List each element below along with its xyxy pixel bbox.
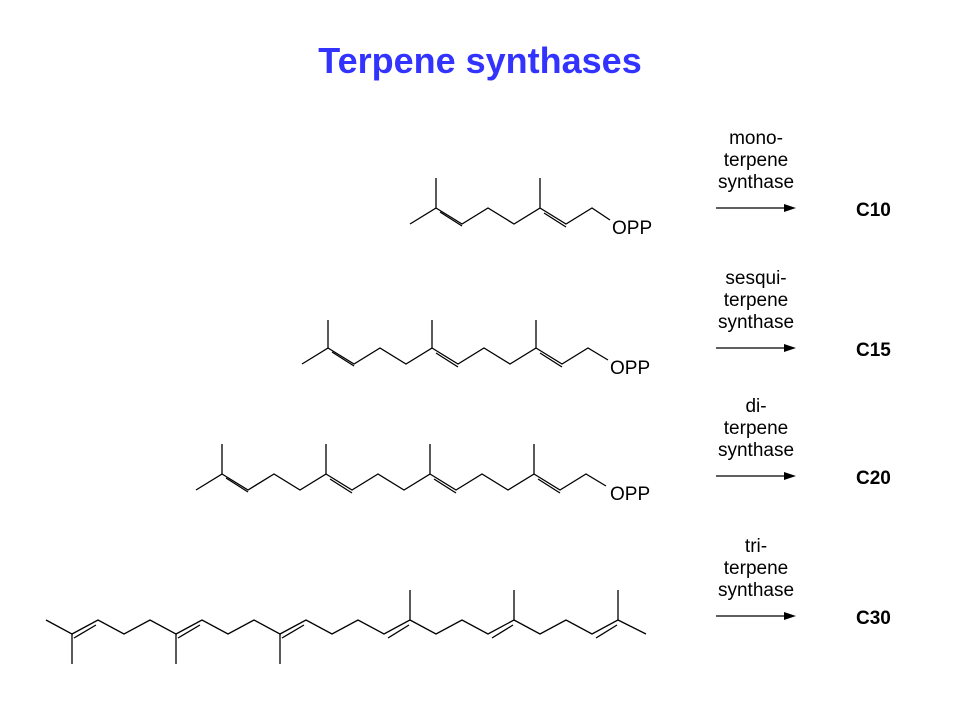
enzyme-label-tri: tri- terpene synthase xyxy=(717,536,795,601)
substrate-c15-structure xyxy=(301,320,609,368)
product-c20: C20 xyxy=(856,468,891,489)
substrate-c10-structure xyxy=(409,178,611,228)
enzyme-label-mono: mono- terpene synthase xyxy=(717,128,795,193)
opp-label-c20: OPP xyxy=(610,484,650,505)
enzyme-label-di: di- terpene synthase xyxy=(717,396,795,461)
opp-label-c15: OPP xyxy=(610,358,650,379)
substrate-c20-structure xyxy=(195,444,607,494)
page-title: Terpene synthases xyxy=(318,40,642,81)
product-c10: C10 xyxy=(856,200,891,221)
opp-label-c10: OPP xyxy=(612,218,652,239)
product-c30: C30 xyxy=(856,608,891,629)
substrate-c30-structure xyxy=(45,590,647,664)
product-c15: C15 xyxy=(856,340,891,361)
reaction-arrows xyxy=(716,204,796,620)
enzyme-label-sesqui: sesqui- terpene synthase xyxy=(717,268,795,333)
